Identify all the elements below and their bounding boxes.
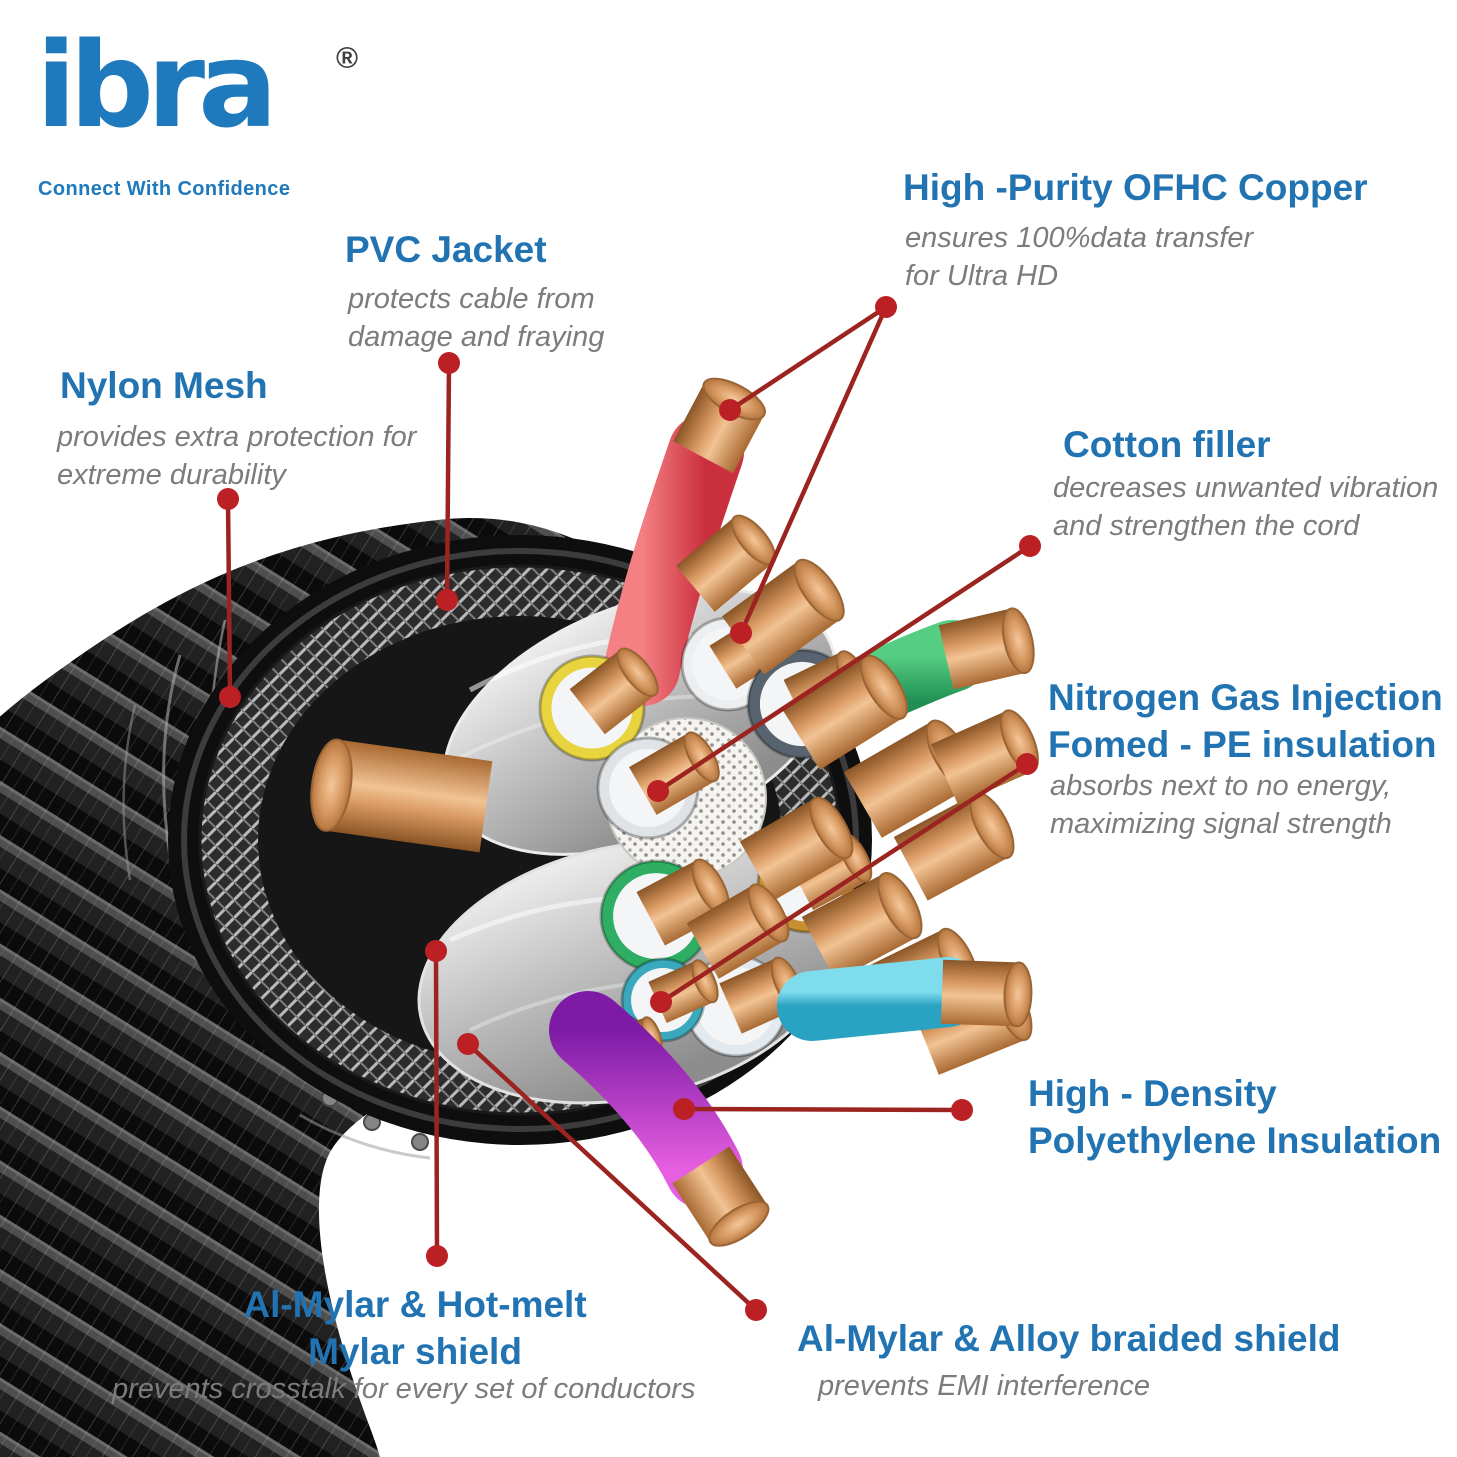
callout-leader-dot <box>217 488 239 510</box>
cyan-cable-copper-tip <box>940 959 1033 1028</box>
callout-leader-dot <box>647 780 669 802</box>
logo-brand-text: ibra <box>36 16 278 154</box>
callout-leader-line <box>738 306 889 634</box>
callout-leader-dot <box>425 940 447 962</box>
callout-leader-dot <box>719 399 741 421</box>
label-hdpe-title: High - Density Polyethylene Insulation <box>1028 1073 1442 1162</box>
registered-trademark-icon: ® <box>336 42 359 75</box>
leader-lines <box>217 296 1041 1321</box>
callout-leader-line <box>444 362 452 601</box>
label-cotton-filler-desc: decreases unwanted vibration and strengt… <box>1053 472 1439 543</box>
label-hotmelt-desc: prevents crosstalk for every set of cond… <box>112 1373 696 1405</box>
purple-cable-copper-tip <box>672 1146 770 1247</box>
purple-cable <box>549 991 743 1209</box>
callout-leader-dot <box>745 1299 767 1321</box>
callout-leader-line <box>225 498 233 698</box>
bare-copper-conductor <box>721 558 845 675</box>
callout-leader-dot <box>650 991 672 1013</box>
callout-leader-dot <box>730 622 752 644</box>
label-nitrogen-desc: absorbs next to no energy, maximizing si… <box>1050 770 1392 841</box>
callout-leader-dot <box>1019 535 1041 557</box>
callout-leader-dot <box>436 589 458 611</box>
cyan-cable <box>777 957 983 1041</box>
logo-stripe <box>36 141 336 153</box>
cables-front <box>549 957 1033 1247</box>
callout-leader-line <box>433 950 440 1257</box>
callout-leader-dot <box>673 1098 695 1120</box>
label-pvc-jacket-title: PVC Jacket <box>345 229 547 270</box>
label-braided-shield-title: Al-Mylar & Alloy braided shield <box>797 1318 1341 1359</box>
callout-leader-dot <box>875 296 897 318</box>
wire-yellow-copper-tip <box>569 647 659 735</box>
label-nitrogen-title: Nitrogen Gas Injection Fomed - PE insula… <box>1048 677 1443 766</box>
green-cable-copper-tip <box>938 607 1035 690</box>
ibra-logo: ibra ® Connect With Confidence <box>36 26 376 215</box>
callout-leader-line <box>728 305 888 412</box>
label-braided-shield-desc: prevents EMI interference <box>818 1370 1151 1402</box>
label-hotmelt-title: Al-Mylar & Hot-melt Mylar shield <box>243 1284 587 1373</box>
label-ofhc-copper-title: High -Purity OFHC Copper <box>903 167 1368 208</box>
red-cable <box>604 414 744 706</box>
bare-copper-conductor <box>739 796 854 901</box>
callout-leader-dot <box>951 1099 973 1121</box>
label-pvc-jacket-desc: protects cable from damage and fraying <box>348 283 605 354</box>
insulated-wires <box>310 514 1039 1084</box>
callout-leader-dot <box>219 686 241 708</box>
logo-tagline: Connect With Confidence <box>38 178 291 200</box>
callout-leader-line <box>656 544 1032 793</box>
callout-leader-line <box>683 1106 963 1113</box>
label-ofhc-copper-desc: ensures 100%data transfer for Ultra HD <box>905 222 1254 293</box>
callout-leader-line <box>659 762 1029 1004</box>
wire-yellow <box>538 647 659 762</box>
callout-leader-dot <box>438 352 460 374</box>
callout-leader-dot <box>1016 753 1038 775</box>
red-cable-copper-tip <box>673 377 766 474</box>
label-nylon-mesh-title: Nylon Mesh <box>60 365 268 406</box>
callout-leader-dot <box>426 1245 448 1267</box>
callout-leader-line <box>466 1042 758 1312</box>
bare-copper-conductor <box>310 738 493 853</box>
callout-leader-dot <box>457 1033 479 1055</box>
bare-copper-conductor <box>801 872 923 981</box>
label-cotton-filler-title: Cotton filler <box>1063 424 1271 465</box>
label-nylon-mesh-desc: provides extra protection for extreme du… <box>57 421 417 492</box>
